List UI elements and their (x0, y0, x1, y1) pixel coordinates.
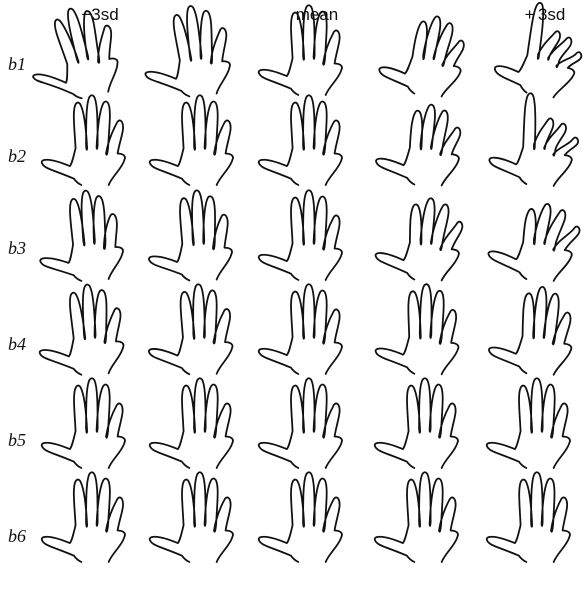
hand-outline-r3-c1 (36, 188, 125, 283)
row-label-b3: b3 (8, 238, 26, 258)
hand-outline-r3-c5 (487, 200, 581, 283)
row-label-b1: b1 (8, 54, 26, 74)
hand-outline-r6-c1 (42, 472, 125, 562)
hand-outline-r2-c3 (259, 95, 342, 185)
row-label-b2: b2 (8, 146, 26, 166)
hand-outline-r2-c5 (488, 91, 581, 188)
column-labels: −3sd mean + 3sd (81, 5, 565, 24)
row-label-b5: b5 (8, 430, 26, 450)
hand-outline-r1-c2 (139, 3, 233, 101)
hand-outline-r6-c5 (487, 472, 570, 562)
row-label-b6: b6 (8, 526, 26, 546)
column-label-minus-3sd: −3sd (81, 5, 118, 24)
hand-outline-r3-c3 (259, 190, 342, 280)
hand-outline-r5-c3 (259, 378, 342, 468)
hand-outline-r5-c4 (375, 378, 458, 468)
hand-outline-r4-c3 (259, 284, 342, 374)
hand-outline-r6-c2 (150, 472, 233, 562)
row-label-b4: b4 (8, 334, 26, 354)
hand-outline-r5-c5 (487, 378, 570, 468)
hand-outline-r3-c2 (147, 189, 233, 282)
hand-outline-r3-c4 (375, 196, 464, 281)
hand-outline-r2-c4 (375, 103, 461, 186)
hand-outline-r4-c2 (148, 284, 233, 375)
hand-outline-grid (19, 0, 587, 562)
hand-outline-r6-c3 (259, 472, 342, 562)
hand-outline-r4-c1 (36, 283, 125, 377)
hand-outline-r4-c5 (488, 284, 575, 375)
row-labels: b1 b2 b3 b4 b5 b6 (8, 54, 26, 546)
hand-outline-r6-c4 (375, 472, 458, 562)
hand-outline-r4-c4 (375, 283, 459, 374)
hand-outline-r2-c2 (150, 95, 233, 185)
hand-outline-r5-c1 (42, 378, 125, 468)
hand-outline-r1-c4 (377, 11, 466, 98)
hand-outline-r5-c2 (150, 378, 233, 468)
column-label-plus-3sd: + 3sd (525, 5, 566, 24)
hand-outline-r2-c1 (42, 95, 125, 185)
